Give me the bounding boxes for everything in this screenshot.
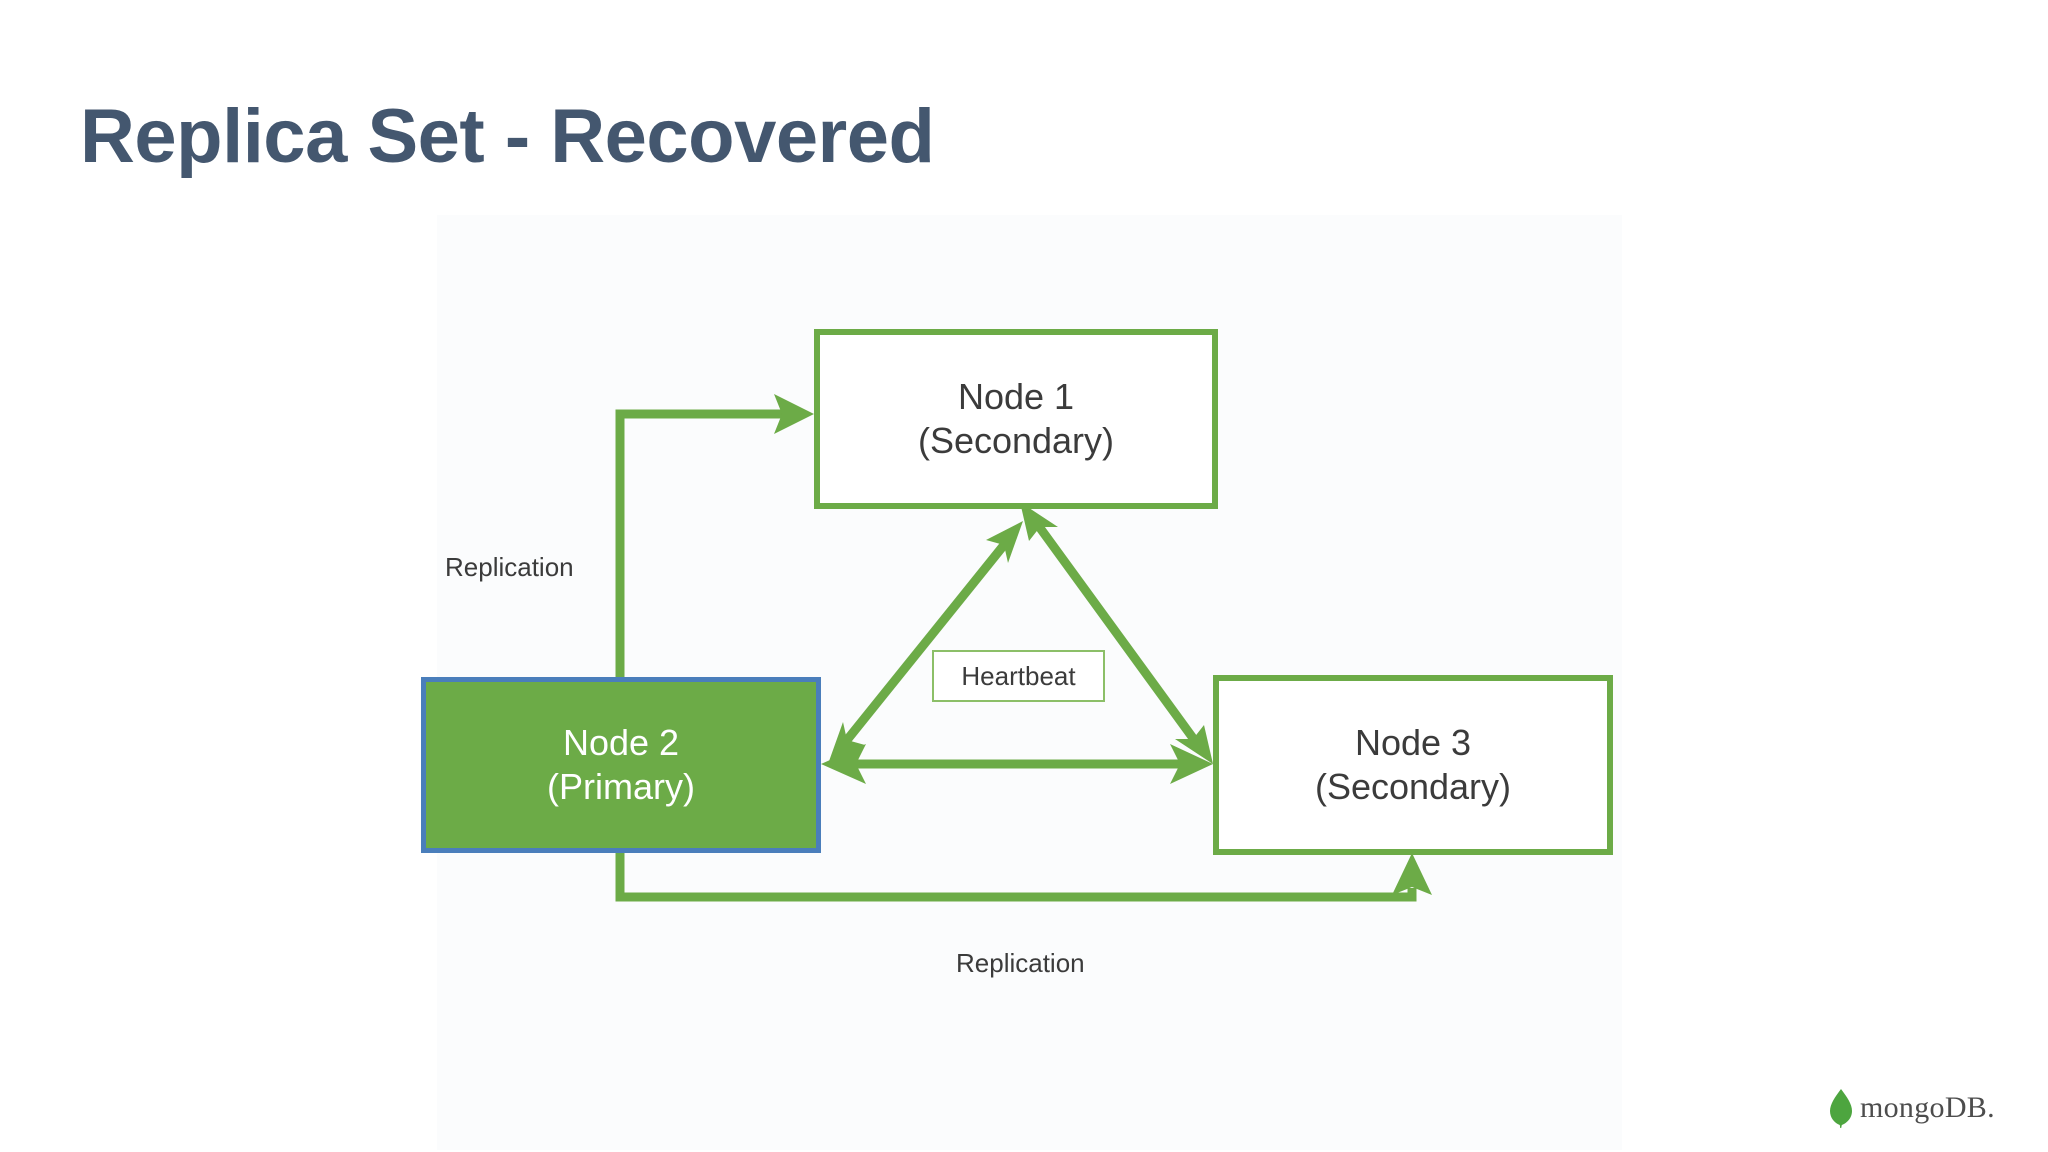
mongodb-leaf-icon (1830, 1089, 1852, 1128)
page-title: Replica Set - Recovered (80, 94, 935, 179)
mongodb-logo: mongoDB. (1828, 1088, 1995, 1128)
node3-role: (Secondary) (1314, 766, 1512, 807)
replication-label-top: Replication (445, 552, 574, 582)
node-box-node3[interactable]: Node 3 (Secondary) (1213, 675, 1613, 855)
replication-arrow-node2-to-node3 (615, 853, 1432, 902)
mongodb-wordmark: mongoDB. (1860, 1091, 1995, 1124)
node1-role: (Secondary) (917, 420, 1115, 461)
replication-label-bottom: Replication (956, 948, 1085, 978)
node3-name: Node 3 (1354, 722, 1472, 764)
node-box-node1[interactable]: Node 1 (Secondary) (814, 329, 1218, 509)
replication-arrow-node2-to-node1 (615, 394, 814, 677)
node1-name: Node 1 (957, 376, 1075, 418)
heartbeat-label: Heartbeat (932, 650, 1105, 702)
heartbeat-arrow-node2-node1 (828, 521, 1023, 764)
heartbeat-arrow-node2-node3 (821, 744, 1213, 784)
node-box-node2[interactable]: Node 2 (Primary) (421, 677, 821, 853)
node2-role: (Primary) (547, 766, 695, 807)
heartbeat-arrow-node1-node3 (1020, 502, 1213, 764)
node2-name: Node 2 (562, 722, 680, 764)
